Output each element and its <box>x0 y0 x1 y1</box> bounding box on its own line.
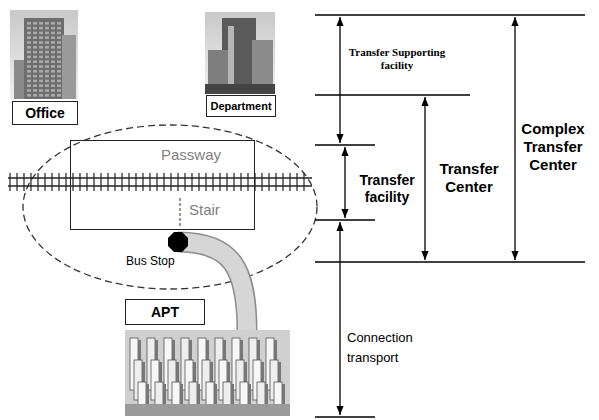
node-text: Stair <box>189 201 220 218</box>
stair-divider <box>179 198 180 228</box>
label-box: Department <box>206 95 276 117</box>
bracket-label: Transfer Center <box>430 160 508 196</box>
transfer-area-outline <box>23 125 317 289</box>
apartment-photo <box>125 330 290 416</box>
bracket-label: Transfer Supporting facility <box>333 46 461 72</box>
bus-stop-symbol <box>168 232 188 252</box>
label-box: Office <box>12 101 78 125</box>
passway-box: PasswayStair <box>70 140 255 230</box>
bracket-lines <box>315 15 585 417</box>
node-text: Office <box>25 105 65 121</box>
bracket-label: Transfer facility <box>350 172 424 206</box>
railway-track <box>8 173 312 191</box>
node-text: APT <box>151 304 179 320</box>
label-patch: Transfer Supporting facility <box>348 46 446 71</box>
label-box: APT <box>125 299 205 325</box>
stop-label: Bus Stop <box>126 254 186 268</box>
node-text: Passway <box>161 146 221 163</box>
node-text: Department <box>210 100 271 112</box>
department-photo <box>205 12 275 94</box>
bracket-label: Connection transport <box>347 328 437 367</box>
bracket-label: Complex Transfer Center <box>518 120 588 174</box>
office-photo <box>10 10 78 99</box>
